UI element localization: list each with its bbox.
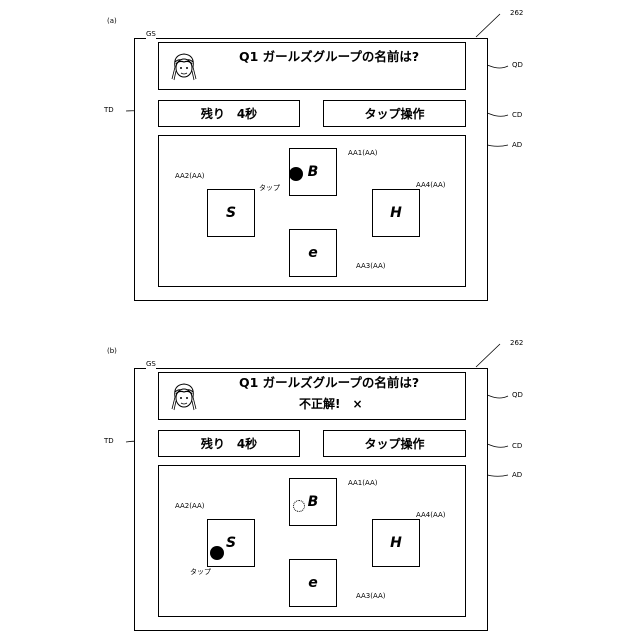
choice-letter: H	[373, 535, 419, 551]
answer-area: B S H e	[158, 465, 466, 617]
answer-choice-e[interactable]: e	[289, 559, 337, 607]
choice-letter: e	[290, 245, 336, 261]
choice-letter: e	[290, 575, 336, 591]
choice-letter: S	[208, 205, 254, 221]
ref-operation-area: CD	[512, 111, 522, 120]
ref-question-area: QD	[512, 61, 523, 70]
ref-timer-area: TD	[104, 106, 114, 115]
leader-262-b	[476, 344, 500, 367]
leader-262-a	[476, 14, 500, 37]
ref-question-area: QD	[512, 391, 523, 400]
ref-aa4: AA4(AA)	[416, 181, 445, 190]
operation-area[interactable]: タップ操作	[323, 430, 466, 457]
girl-avatar-icon	[169, 380, 199, 414]
ref-aa4: AA4(AA)	[416, 511, 445, 520]
answer-choice-b[interactable]: B	[289, 478, 337, 526]
ref-screen: GS	[146, 360, 156, 369]
question-area: Q1 ガールズグループの名前は? 不正解! ×	[158, 372, 466, 420]
operation-text: タップ操作	[324, 437, 465, 451]
question-text: Q1 ガールズグループの名前は?	[239, 375, 419, 390]
question-area: Q1 ガールズグループの名前は?	[158, 42, 466, 90]
girl-avatar-icon	[169, 50, 199, 84]
previous-tap-marker	[293, 500, 305, 512]
answer-choice-s[interactable]: S	[207, 189, 255, 237]
answer-choice-h[interactable]: H	[372, 189, 420, 237]
ref-aa1: AA1(AA)	[348, 479, 377, 488]
ref-screen: GS	[146, 30, 156, 39]
ref-aa3: AA3(AA)	[356, 592, 385, 601]
timer-area: 残り 4秒	[158, 100, 300, 127]
game-screen: GS Q1 ガールズグループの名前は? 残り 4秒 タップ操作	[134, 38, 488, 301]
ref-aa2: AA2(AA)	[175, 172, 204, 181]
timer-text: 残り 4秒	[159, 107, 299, 121]
ref-device: 262	[510, 9, 523, 18]
game-screen: GS Q1 ガールズグループの名前は? 不正解! × 残り 4秒 タップ操作	[134, 368, 488, 631]
tap-point-marker	[210, 546, 224, 560]
tap-label: タップ	[259, 184, 280, 193]
ref-aa2: AA2(AA)	[175, 502, 204, 511]
ref-timer-area: TD	[104, 437, 114, 446]
panel-tag: (a)	[107, 17, 117, 26]
operation-text: タップ操作	[324, 107, 465, 121]
operation-area[interactable]: タップ操作	[323, 100, 466, 127]
ref-answer-area: AD	[512, 141, 522, 150]
tap-point-marker	[289, 167, 303, 181]
ref-device: 262	[510, 339, 523, 348]
timer-text: 残り 4秒	[159, 437, 299, 451]
ref-operation-area: CD	[512, 442, 522, 451]
choice-letter: H	[373, 205, 419, 221]
ref-aa3: AA3(AA)	[356, 262, 385, 271]
answer-choice-s[interactable]: S	[207, 519, 255, 567]
panel-tag: (b)	[107, 347, 117, 356]
timer-area: 残り 4秒	[158, 430, 300, 457]
answer-choice-e[interactable]: e	[289, 229, 337, 277]
tap-label: タップ	[190, 568, 211, 577]
ref-answer-area: AD	[512, 471, 522, 480]
answer-choice-h[interactable]: H	[372, 519, 420, 567]
result-text: 不正解! ×	[299, 397, 363, 411]
question-text: Q1 ガールズグループの名前は?	[239, 49, 419, 64]
answer-area: B S H e	[158, 135, 466, 287]
ref-aa1: AA1(AA)	[348, 149, 377, 158]
